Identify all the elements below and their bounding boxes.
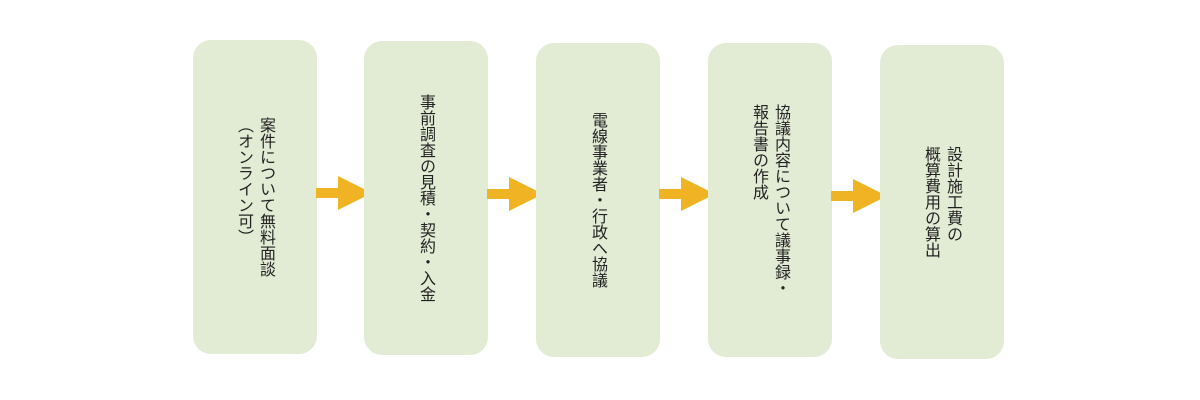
step-3-line-1: 電線事業者・行政へ協議 bbox=[589, 112, 608, 288]
step-5-line-2: 概算費用の算出 bbox=[922, 146, 941, 258]
step-box-2: 事前調査の見積・契約・入金 bbox=[364, 41, 488, 355]
step-2-text: 事前調査の見積・契約・入金 bbox=[415, 94, 437, 302]
step-5-line-1: 設計施工費の bbox=[944, 146, 963, 242]
right-arrow-icon bbox=[487, 177, 543, 211]
step-box-4: 協議内容について議事録・ 報告書の作成 bbox=[708, 43, 832, 357]
right-arrow-icon bbox=[316, 176, 372, 210]
step-box-5: 設計施工費の 概算費用の算出 bbox=[880, 45, 1004, 359]
right-arrow-icon bbox=[831, 179, 887, 213]
step-5-text: 設計施工費の 概算費用の算出 bbox=[920, 146, 964, 258]
step-1-line-1: 案件について無料面談 bbox=[257, 117, 276, 277]
step-2-line-1: 事前調査の見積・契約・入金 bbox=[417, 94, 436, 302]
step-1-text: 案件について無料面談 （オンライン可） bbox=[233, 117, 277, 277]
step-3-text: 電線事業者・行政へ協議 bbox=[587, 112, 609, 288]
step-1-line-2: （オンライン可） bbox=[235, 117, 254, 245]
step-box-1: 案件について無料面談 （オンライン可） bbox=[193, 40, 317, 354]
step-4-line-2: 報告書の作成 bbox=[750, 104, 769, 200]
step-4-text: 協議内容について議事録・ 報告書の作成 bbox=[748, 104, 792, 296]
step-box-3: 電線事業者・行政へ協議 bbox=[536, 43, 660, 357]
right-arrow-icon bbox=[659, 177, 715, 211]
step-4-line-1: 協議内容について議事録・ bbox=[772, 104, 791, 296]
